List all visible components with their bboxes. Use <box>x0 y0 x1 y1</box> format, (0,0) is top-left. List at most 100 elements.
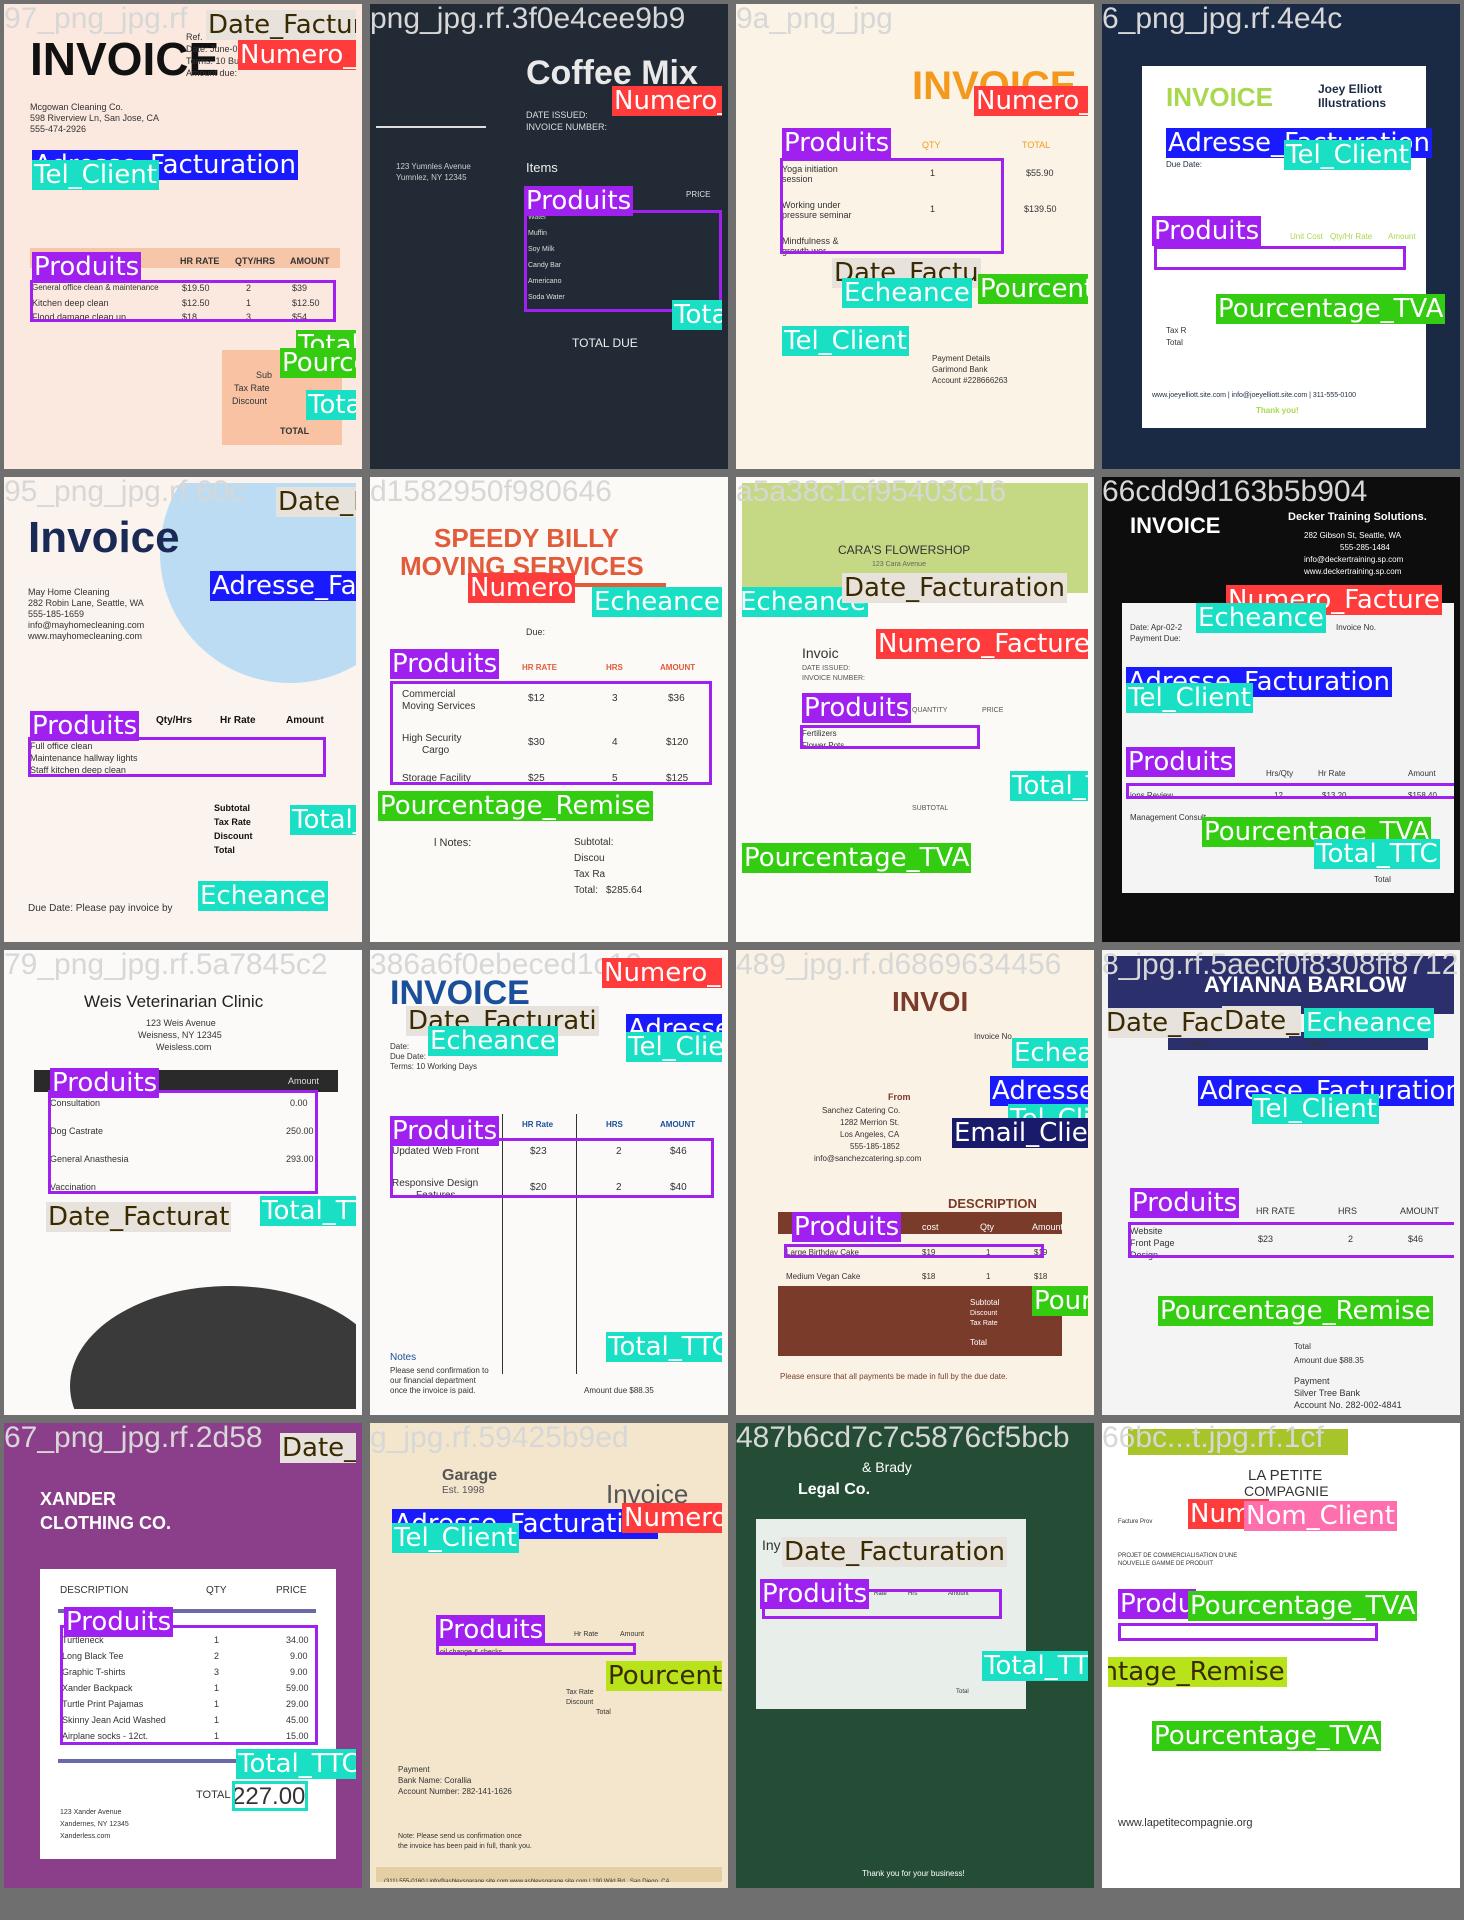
document-text: 15.00 <box>286 1731 309 1741</box>
document-text: Turtleneck <box>62 1635 104 1645</box>
annotation-label: Produits <box>64 1607 174 1637</box>
document-text: Dog Castrate <box>50 1126 104 1136</box>
document-text: High Security <box>402 733 462 744</box>
document-text: DATE ISSUED: <box>526 110 588 120</box>
document-text: Vaccination <box>50 1182 96 1192</box>
document-text: cost <box>922 1222 939 1232</box>
document-text: Cargo <box>422 745 450 756</box>
document-text: 123 Xander Avenue <box>60 1809 122 1816</box>
document-text: Items <box>526 160 558 175</box>
document-text: Amount <box>620 1631 645 1638</box>
annotation-label: Echeance <box>1012 1038 1088 1068</box>
image-filename: 66bc...t.jpg.rf.1cf <box>1102 1423 1324 1454</box>
document-text: Tax Rate <box>566 1689 594 1696</box>
document-text: 1 <box>930 204 936 214</box>
document-text: $158.40 <box>1408 791 1437 800</box>
document-text: $285.64 <box>606 885 643 896</box>
annotation-box <box>30 280 336 322</box>
document-text: Tax Rate <box>970 1320 998 1327</box>
document-text: 555-285-1484 <box>1340 543 1390 552</box>
document-text: Tax Rate <box>214 817 251 827</box>
document-text: Muffin <box>528 230 547 237</box>
document-text: 555-185-1659 <box>28 609 85 619</box>
annotation-label: Tel_Client <box>32 160 159 190</box>
document-text: $12.50 <box>292 298 320 308</box>
document-text: Working under <box>782 200 841 210</box>
document-text: Terms: 10 Bu <box>186 56 240 66</box>
document-text: 555-474-2926 <box>30 124 87 134</box>
document-text: COMPAGNIE <box>1244 1483 1329 1499</box>
annotation-label: Echeance <box>198 881 328 911</box>
document-text: Unit Cost <box>1290 232 1323 241</box>
document-text: Total <box>596 1709 611 1716</box>
document-text: QTY <box>206 1585 227 1596</box>
document-text: HRS <box>606 1120 623 1129</box>
document-text: Total <box>1166 338 1183 347</box>
document-text: Amount due $88.35 <box>584 1386 654 1395</box>
annotation-label: Produits <box>802 693 912 723</box>
document-text: Garimond Bank <box>932 365 988 374</box>
annotation-box <box>1126 783 1454 799</box>
document-text: 123 Yumnles Avenue <box>396 162 471 171</box>
annotation-box <box>800 725 980 749</box>
document-text: $39 <box>292 283 308 293</box>
document-shape <box>376 1867 722 1882</box>
document-text: Payment Details <box>932 354 991 363</box>
document-text: 5 <box>612 773 618 784</box>
document-shape <box>1128 1429 1348 1455</box>
annotation-label: Produits <box>390 649 500 679</box>
document-text: Full office clean <box>30 741 93 751</box>
annotation-label: Produits <box>390 1116 500 1146</box>
annotation-label: Tel_Client <box>626 1032 722 1062</box>
document-text: Date: Apr-02-2 <box>1130 623 1183 632</box>
document-text: Xandernes, NY 12345 <box>60 1821 129 1828</box>
document-shape <box>376 126 486 128</box>
annotation-label: Numero_Facturation <box>622 1503 722 1533</box>
document-text: $13.20 <box>1322 791 1347 800</box>
document-text: DESCRIPTION <box>60 1585 129 1596</box>
annotation-label: Total_TTC <box>982 1651 1088 1681</box>
document-text: Discou <box>574 853 605 864</box>
document-text: Hr Rate <box>574 1631 599 1638</box>
document-text: $12 <box>528 693 545 704</box>
document-text: $19.50 <box>182 283 210 293</box>
document-shape <box>70 1286 356 1409</box>
document-text: Due Date: Please pay invoice by <box>28 903 173 914</box>
document-text: Tax Rate <box>234 383 270 393</box>
annotation-label: Nom_Client <box>1244 1501 1397 1531</box>
annotation-box <box>1118 1623 1378 1641</box>
document-text: Yumnlez, NY 12345 <box>396 173 467 182</box>
document-text: info@mayhomecleaning.com <box>28 620 145 630</box>
document-text: 9.00 <box>290 1667 308 1677</box>
document-text: INVOICE NUMBER: <box>802 675 866 682</box>
image-filename: 487b6cd7c7c5876cf5bcb <box>736 1423 1070 1454</box>
annotation-label: Produits <box>1126 747 1236 777</box>
document-text: Updated Web Front <box>392 1146 480 1157</box>
document-text: (311) 555-0160 | info@ashleysgarage.site… <box>384 1879 670 1882</box>
document-text: Due: <box>526 627 546 637</box>
document-text: 227.00 <box>232 1783 306 1810</box>
document-text: session <box>782 174 813 184</box>
document-text: Coffee Mix <box>526 54 698 92</box>
document-text: info@sanchezcatering.sp.com <box>814 1154 922 1163</box>
document-text: Amount <box>948 1591 969 1597</box>
document-text: $20 <box>530 1182 547 1193</box>
annotation-label: Echeance <box>428 1026 558 1056</box>
document-text: Date: June-0 <box>186 44 238 54</box>
document-text: SPEEDY BILLY <box>434 523 619 553</box>
document-text: Account No. 282-002-4841 <box>1294 1400 1402 1409</box>
annotation-box <box>524 210 722 312</box>
document-text: 2 <box>616 1182 622 1193</box>
document-text: Date: <box>1308 1040 1328 1049</box>
annotation-label: Echeance <box>1304 1008 1434 1038</box>
